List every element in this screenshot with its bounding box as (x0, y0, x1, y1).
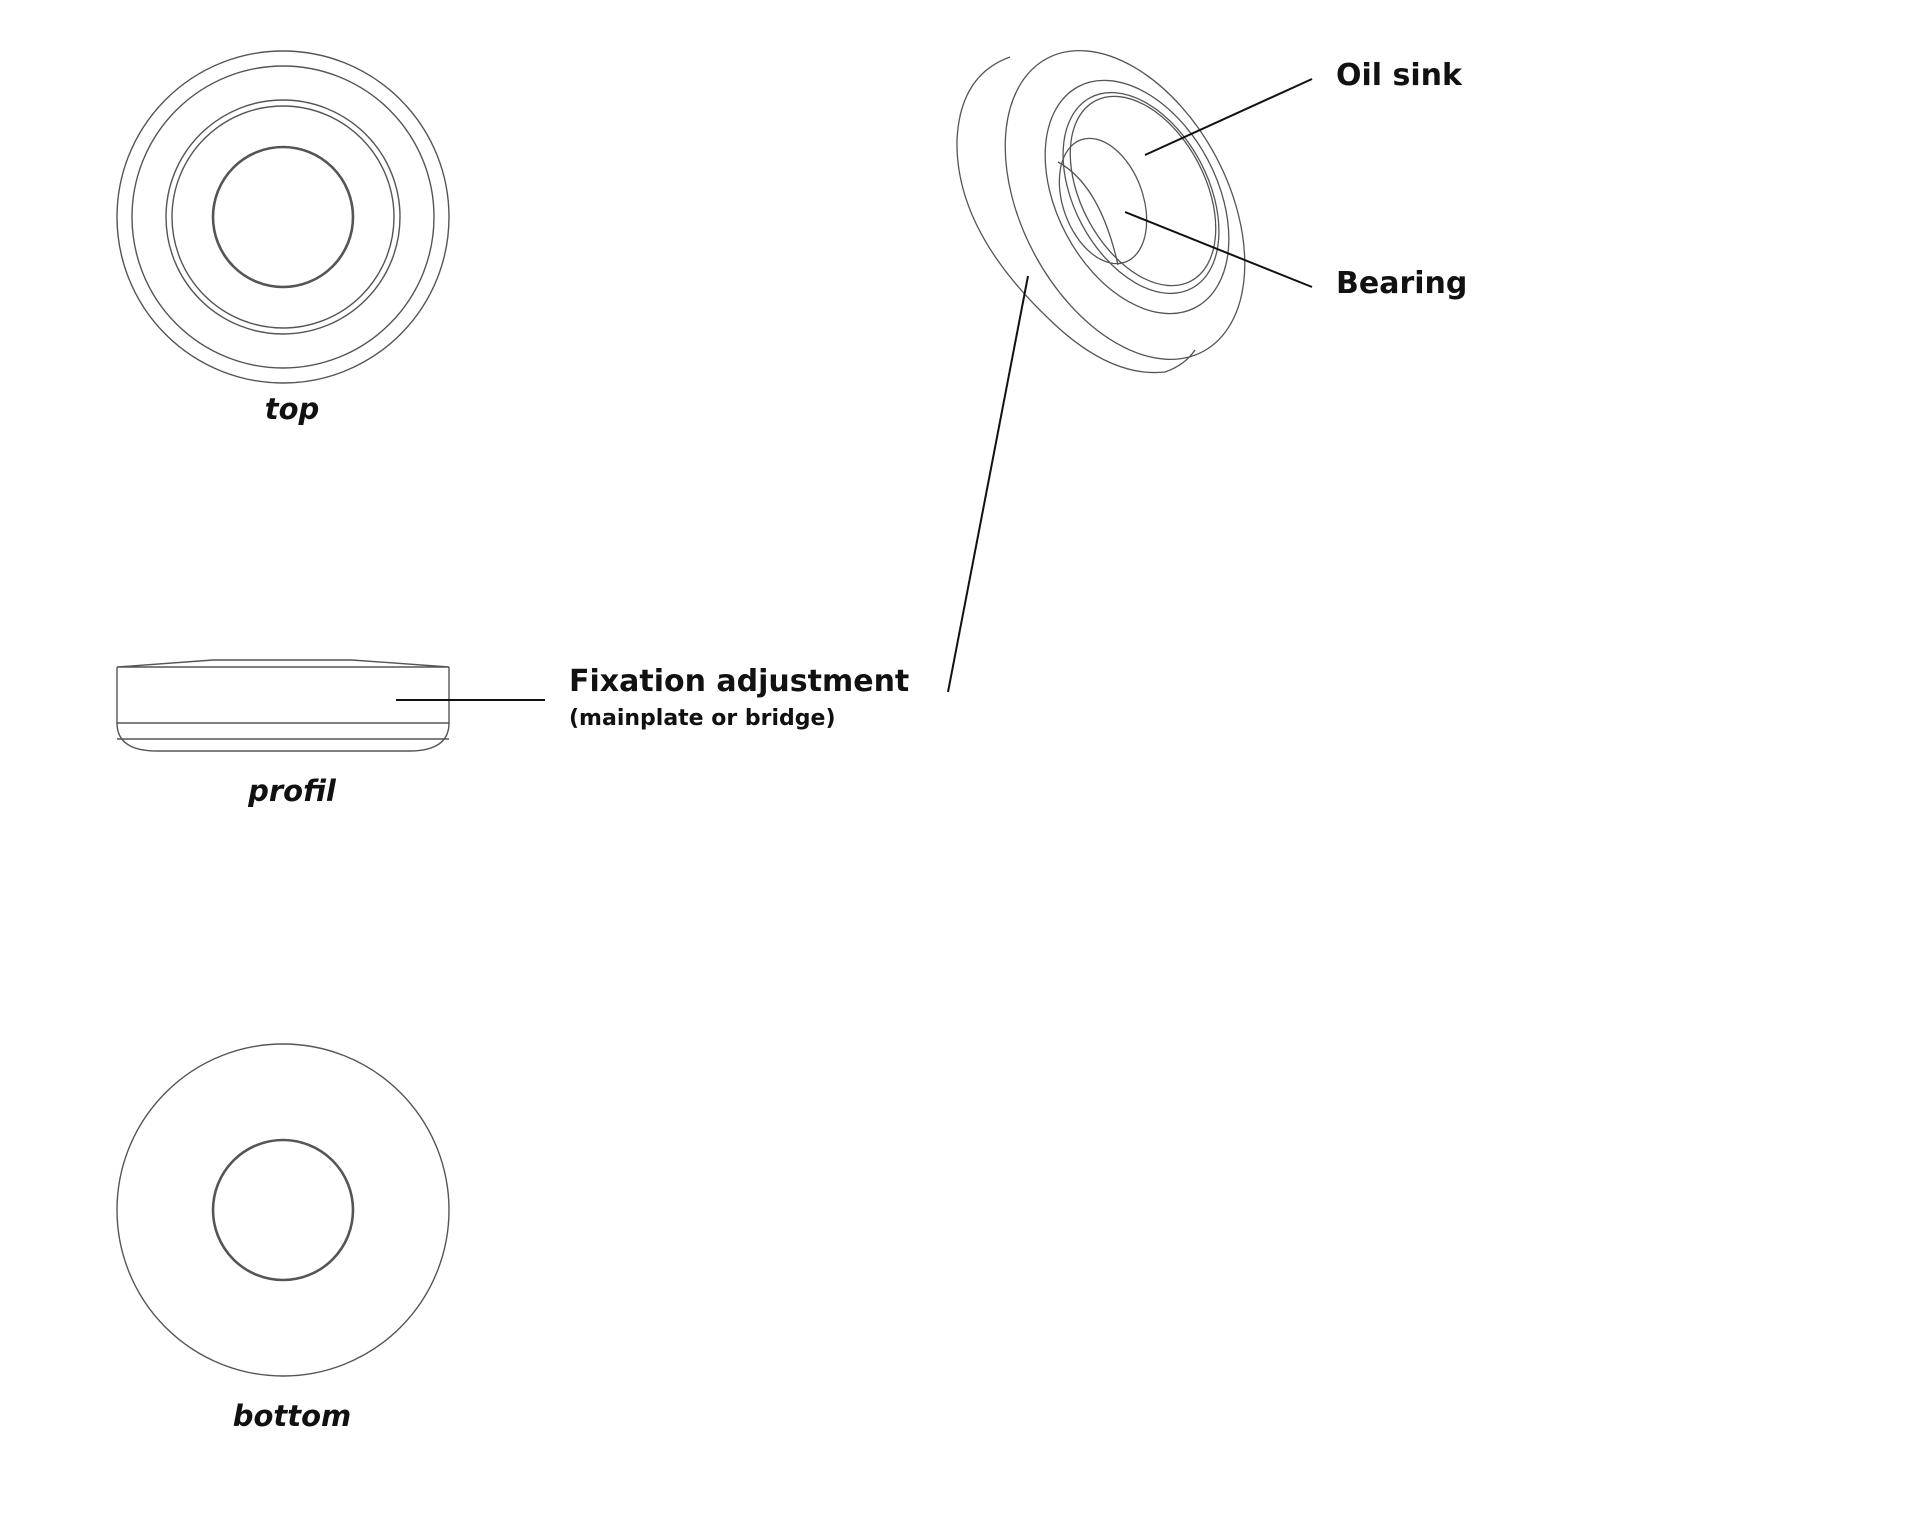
callout-bearing: Bearing (1336, 266, 1468, 301)
callout-fixation-subtitle: (mainplate or bridge) (569, 706, 836, 731)
isometric-view (956, 50, 1246, 374)
callout-oil-sink: Oil sink (1336, 58, 1462, 93)
view-label-top: top (264, 392, 320, 426)
profile-view (116, 659, 450, 752)
view-label-bottom: bottom (232, 1399, 352, 1433)
bottom-view (116, 1043, 450, 1377)
callout-fixation: Fixation adjustment (569, 664, 910, 699)
view-label-profile: profil (248, 774, 336, 808)
leader-lines (396, 78, 1313, 701)
top-view (116, 50, 450, 384)
